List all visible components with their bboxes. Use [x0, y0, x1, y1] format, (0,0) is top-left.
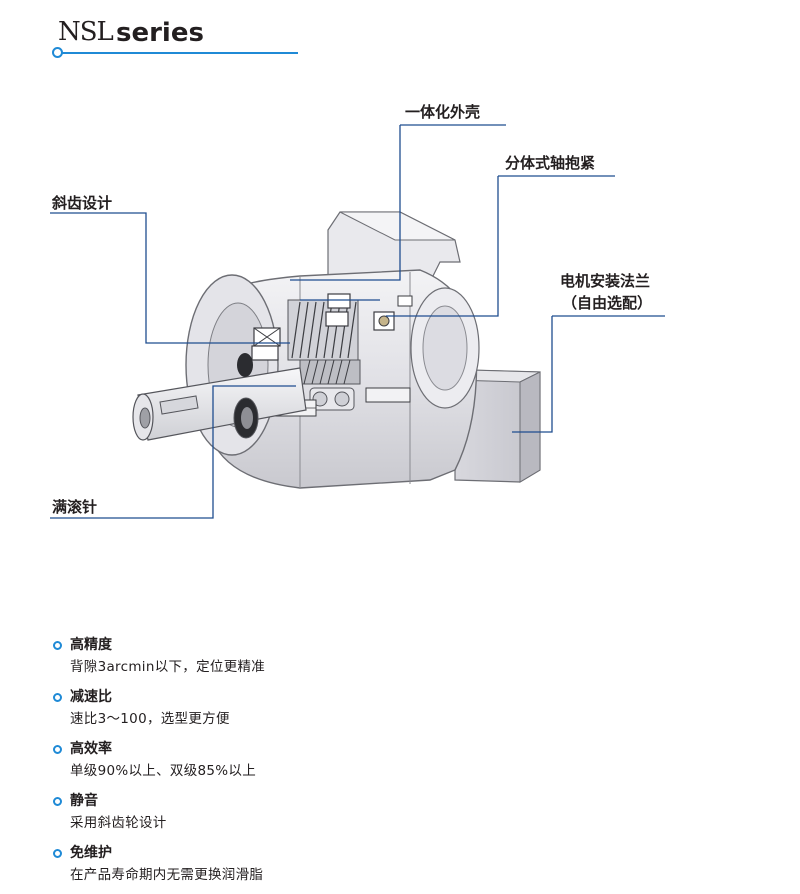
title-dot-icon: [52, 47, 63, 58]
callout-line-clamp: [386, 176, 499, 317]
bullet-icon: [53, 797, 62, 806]
bearing-front: [251, 327, 281, 361]
callout-line-helical: [50, 212, 290, 344]
feature-item: 静音 采用斜齿轮设计: [50, 790, 550, 842]
feature-title: 高效率: [70, 741, 112, 757]
feature-title: 免维护: [70, 845, 112, 861]
gearbox-cutaway-diagram: [50, 124, 665, 519]
feature-title: 高精度: [70, 637, 112, 653]
feature-desc: 背隙3arcmin以下，定位更精准: [70, 659, 266, 675]
feature-desc: 速比3～100，选型更方便: [70, 711, 230, 727]
title-underline: [60, 52, 298, 54]
callout-line-needle: [50, 385, 296, 519]
bullet-icon: [53, 641, 62, 650]
callout-lines: [50, 124, 665, 519]
callout-line-housing: [290, 125, 401, 281]
bullet-icon: [53, 745, 62, 754]
feature-desc: 在产品寿命期内无需更换润滑脂: [70, 867, 264, 883]
bullet-icon: [53, 693, 62, 702]
feature-item: 免维护 在产品寿命期内无需更换润滑脂: [50, 842, 550, 894]
feature-item: 高精度 背隙3arcmin以下，定位更精准: [50, 634, 550, 686]
helical-gear-section: [287, 299, 361, 411]
callout-helical-design: 斜齿设计: [52, 194, 113, 212]
callout-full-needle-roller: 满滚针: [52, 498, 98, 516]
feature-title: 静音: [70, 793, 98, 809]
feature-desc: 单级90%以上、双级85%以上: [70, 763, 257, 779]
callout-motor-flange-line1: 电机安装法兰: [560, 272, 651, 290]
feature-list: 高精度 背隙3arcmin以下，定位更精准 减速比 速比3～100，选型更方便 …: [50, 634, 550, 894]
series-word: series: [116, 18, 204, 48]
series-code: NSL: [58, 17, 114, 47]
feature-item: 减速比 速比3～100，选型更方便: [50, 686, 550, 738]
callout-line-flange: [512, 316, 553, 433]
feature-title: 减速比: [70, 689, 112, 705]
callout-motor-flange-line2: （自由选配）: [562, 294, 653, 312]
callout-split-shaft-clamp: 分体式轴抱紧: [505, 154, 596, 172]
feature-item: 高效率 单级90%以上、双级85%以上: [50, 738, 550, 790]
callout-integrated-housing: 一体化外壳: [405, 103, 481, 121]
housing-top-block: [327, 211, 461, 293]
feature-desc: 采用斜齿轮设计: [70, 815, 167, 831]
bearing-top: [325, 293, 351, 327]
bullet-icon: [53, 849, 62, 858]
